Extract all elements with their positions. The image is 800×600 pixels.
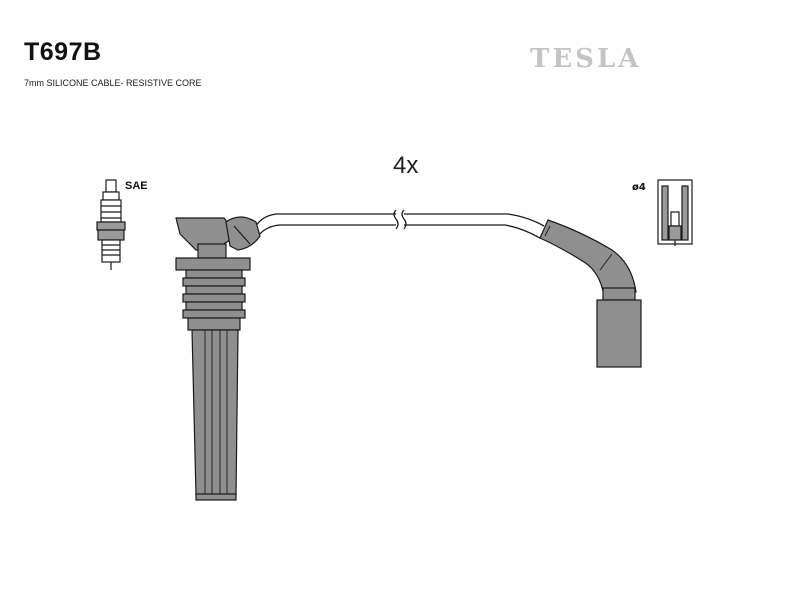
spark-plug-boot <box>539 219 642 368</box>
coil-boot-connector <box>175 216 261 501</box>
terminal-connector-icon <box>657 179 693 246</box>
product-description: 7mm SILICONE CABLE- RESISTIVE CORE <box>24 78 202 88</box>
product-code: T697B <box>24 38 102 66</box>
spark-plug-icon <box>96 179 126 270</box>
brand-logo: TESLA <box>530 44 642 74</box>
cable-break-marks <box>393 209 407 230</box>
terminal-size-label: ø4 <box>632 182 646 193</box>
ignition-cable <box>255 213 545 239</box>
quantity-label: 4x <box>393 152 418 179</box>
plug-type-label: SAE <box>125 180 148 192</box>
